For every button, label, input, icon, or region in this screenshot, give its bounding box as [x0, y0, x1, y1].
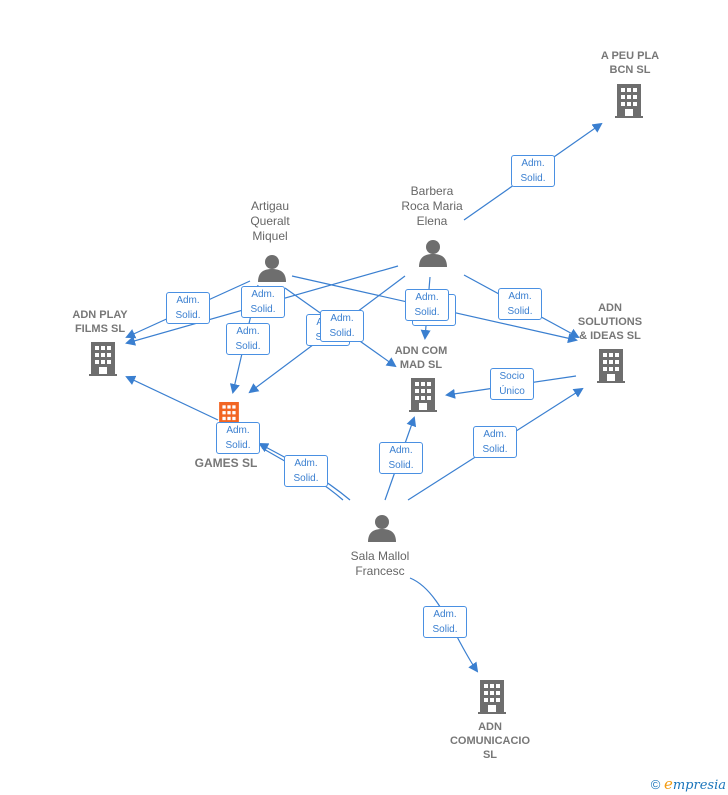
node-label-adnsolutions[interactable]: ADN SOLUTIONS & IDEAS SL [577, 302, 643, 342]
edge-label-main-adnplay: Adm. Solid. [216, 422, 260, 454]
node-label-adncomunicacio[interactable]: ADN COMUNICACIO SL [449, 721, 531, 761]
brand-logo-e: e [663, 775, 673, 793]
empresia-watermark: © empresia [651, 775, 726, 793]
building-icon-adncom [409, 378, 437, 412]
node-label-adnplay[interactable]: ADN PLAY FILMS SL [72, 309, 128, 335]
edge-label-artigau-main: Adm. Solid. [226, 323, 270, 355]
node-label-sala[interactable]: Sala Mallol Francesc [350, 549, 410, 578]
edge-label-sala-main: Adm. Solid. [284, 455, 328, 487]
edge-label-barbera-apeupla: Adm. Solid. [511, 155, 555, 187]
person-icon-sala [368, 515, 396, 542]
edge-label-barbera-adncom: Adm. Solid. [405, 289, 449, 321]
person-icon-artigau [258, 255, 286, 282]
edge-label-adnsolutions-adncom: Socio Único [490, 368, 534, 400]
edge-label-artigau-adncom: Adm. Solid. [320, 310, 364, 342]
copyright-symbol: © [650, 777, 661, 792]
person-icon-barbera [419, 240, 447, 267]
building-icon-adnplay [89, 342, 117, 376]
edge-label-sala-adncomunicacio: Adm. Solid. [423, 606, 467, 638]
edge-main-adnplay [125, 375, 219, 421]
brand-logo-text: mpresia [672, 778, 726, 793]
edge-label-barbera-adnsolutions: Adm. Solid. [498, 288, 542, 320]
edge-label-sala-adnsolutions: Adm. Solid. [473, 426, 517, 458]
node-label-artigau[interactable]: Artigau Queralt Miquel [250, 199, 290, 243]
edge-label-barbera-adnplay: Adm. Solid. [241, 286, 285, 318]
node-label-adncom[interactable]: ADN COM MAD SL [394, 345, 448, 371]
edge-label-artigau-adnplay: Adm. Solid. [166, 292, 210, 324]
node-label-apeupla[interactable]: A PEU PLA BCN SL [600, 50, 660, 76]
building-icon-adnsolutions [597, 349, 625, 383]
building-icon-apeupla [615, 84, 643, 118]
building-icon-adncomunicacio [478, 680, 506, 714]
node-label-barbera[interactable]: Barbera Roca Maria Elena [401, 184, 463, 228]
edge-label-sala-adncom: Adm. Solid. [379, 442, 423, 474]
